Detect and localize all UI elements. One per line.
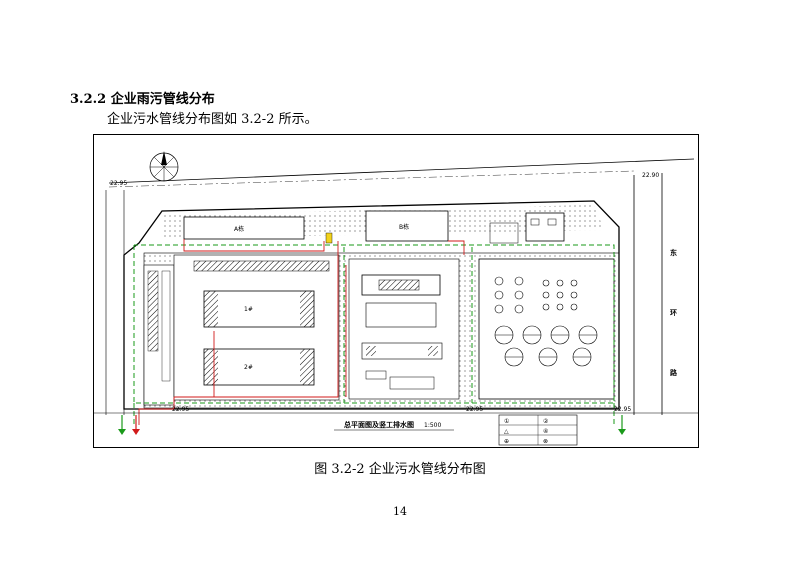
figure-caption: 图 3.2-2 企业污水管线分布图	[314, 462, 486, 477]
legend-table: ① ② △ ④ ⊕ ⊗	[498, 414, 578, 446]
road-edge-line	[108, 158, 695, 184]
intro-paragraph: 企业污水管线分布图如 3.2-2 所示。	[107, 112, 318, 127]
svg-text:④: ④	[543, 428, 548, 435]
road-name-char: 路	[670, 368, 678, 377]
svg-text:⊗: ⊗	[543, 438, 548, 445]
outfall-arrow-icon	[118, 415, 626, 435]
building-label: B栋	[399, 223, 409, 231]
rainwater-pipeline	[133, 244, 615, 425]
building-a	[183, 216, 305, 240]
north-arrow-icon	[149, 151, 179, 182]
elevation-label: 22.90	[642, 172, 659, 179]
building-b	[365, 210, 449, 242]
svg-text:⊕: ⊕	[504, 438, 509, 445]
warehouse-1	[203, 290, 315, 328]
svg-text:①: ①	[504, 418, 509, 425]
elevation-label: 22.95	[614, 406, 631, 413]
elevation-label: 22.95	[172, 406, 189, 413]
svg-text:△: △	[504, 428, 509, 435]
warehouse-2	[203, 348, 315, 386]
building-label: 2#	[244, 364, 253, 371]
road-name-char: 东	[670, 248, 677, 257]
svg-text:②: ②	[543, 418, 549, 425]
elevation-label: 22.95	[466, 406, 483, 413]
site-plan-figure: 22.90 22.95 东 环 路 A栋 B栋 1#	[93, 134, 699, 448]
building-label: 1#	[244, 306, 253, 313]
road-name-char: 环	[670, 309, 677, 317]
drawing-scale: 1:500	[424, 422, 441, 429]
building-label: A栋	[234, 225, 244, 233]
sewage-pipeline	[138, 239, 465, 425]
drawing-title: 总平面图及竖工排水图	[344, 420, 414, 429]
page-number: 14	[393, 505, 407, 518]
elevation-label: 22.95	[110, 180, 127, 187]
section-heading: 3.2.2 企业雨污管线分布	[70, 92, 215, 107]
